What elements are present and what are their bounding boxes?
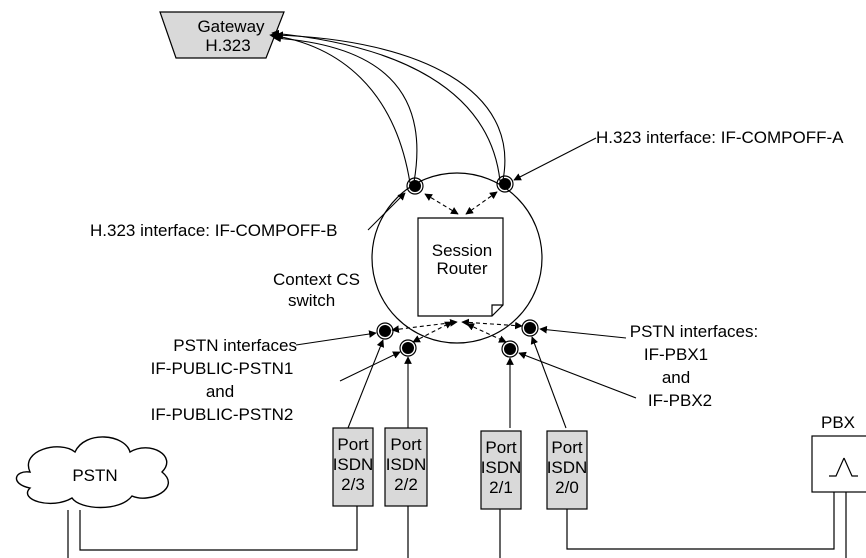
- gateway-label-2: H.323: [205, 36, 250, 55]
- label-context-cs-1: Context CS: [273, 270, 360, 289]
- port-2-0-line2: ISDN: [547, 458, 588, 477]
- label-pstn-right-2: IF-PBX1: [644, 345, 708, 364]
- label-context-cs-2: switch: [288, 291, 335, 310]
- port-2-2-line2: ISDN: [386, 455, 427, 474]
- port-2-3-line2: ISDN: [333, 455, 374, 474]
- label-pstn-right-3: and: [662, 368, 690, 387]
- pstn-cloud-label: PSTN: [72, 466, 117, 485]
- session-router-label-1: Session: [432, 241, 492, 260]
- port-2-3-line3: 2/3: [341, 475, 365, 494]
- port-2-0-line1: Port: [551, 438, 582, 457]
- port-isdn-2-3: Port ISDN 2/3: [332, 427, 374, 507]
- port-isdn-2-1: Port ISDN 2/1: [480, 430, 522, 510]
- label-pstn-left-4: IF-PUBLIC-PSTN2: [151, 405, 294, 424]
- internal-dashed-links: [391, 191, 523, 343]
- pstn-cloud: PSTN: [15, 436, 169, 509]
- context-cs-switch-circle: [371, 172, 543, 344]
- interface-nodes: [376, 175, 539, 358]
- node-if-pbx1: [521, 319, 539, 337]
- port-isdn-2-0: Port ISDN 2/0: [546, 430, 588, 510]
- label-h323-interface-b: H.323 interface: IF-COMPOFF-B: [90, 221, 338, 240]
- node-if-public-pstn1: [376, 322, 394, 340]
- label-pstn-left-3: and: [206, 382, 234, 401]
- port-2-3-line1: Port: [337, 435, 368, 454]
- node-if-pbx2: [501, 340, 519, 358]
- port-links: [347, 336, 567, 429]
- label-pstn-right-1: PSTN interfaces:: [630, 322, 759, 341]
- gateway-h323: Gateway H.323: [159, 11, 285, 59]
- bottom-wiring: [67, 492, 847, 558]
- node-if-compoff-b: [406, 177, 424, 195]
- session-router-label-2: Router: [436, 259, 487, 278]
- label-pstn-left-2: IF-PUBLIC-PSTN1: [151, 359, 294, 378]
- h323-links: [269, 29, 506, 184]
- gateway-label-1: Gateway: [197, 17, 265, 36]
- port-isdn-2-2: Port ISDN 2/2: [384, 427, 428, 507]
- port-2-0-line3: 2/0: [555, 478, 579, 497]
- pbx: PBX: [811, 413, 866, 493]
- label-pstn-right-4: IF-PBX2: [648, 391, 712, 410]
- pbx-label: PBX: [821, 413, 855, 432]
- label-pointers: [295, 137, 637, 399]
- node-if-public-pstn2: [399, 339, 417, 357]
- label-h323-interface-a: H.323 interface: IF-COMPOFF-A: [596, 128, 844, 147]
- label-pstn-left-1: PSTN interfaces: [173, 336, 297, 355]
- port-2-2-line1: Port: [390, 435, 421, 454]
- node-if-compoff-a: [496, 175, 514, 193]
- pbx-switch-icon: [829, 457, 858, 477]
- port-2-1-line3: 2/1: [489, 478, 513, 497]
- session-router: Session Router: [417, 217, 504, 317]
- port-2-1-line1: Port: [485, 438, 516, 457]
- port-2-1-line2: ISDN: [481, 458, 522, 477]
- port-2-2-line3: 2/2: [394, 475, 418, 494]
